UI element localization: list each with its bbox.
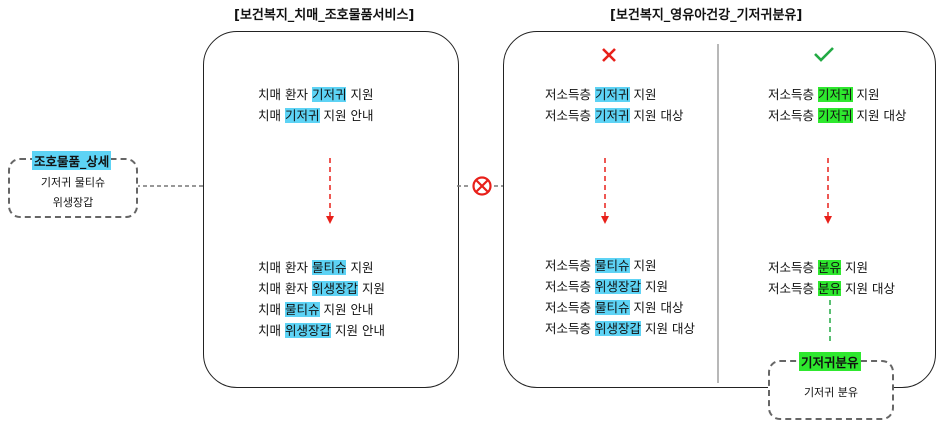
right-right-top-line-1: 저소득층 기저귀 지원 (768, 87, 880, 102)
left-box-item-2: 위생장갑 (52, 196, 94, 209)
right-right-bottom-line-1: 저소득층 분유 지원 (768, 260, 868, 275)
middle-bottom-line-4: 치매 위생장갑 지원 안내 (258, 323, 385, 338)
middle-top-line-1: 치매 환자 기저귀 지원 (258, 87, 374, 102)
right-left-bottom-line-4: 저소득층 위생장갑 지원 대상 (545, 321, 695, 336)
middle-bottom-line-1: 치매 환자 물티슈 지원 (258, 260, 374, 275)
left-box-item-1: 기저귀 물티슈 (40, 176, 106, 189)
bottom-right-box-item: 기저귀 분유 (803, 386, 859, 399)
middle-bottom-line-3: 치매 물티슈 지원 안내 (258, 302, 374, 317)
right-left-bottom-line-3: 저소득층 물티슈 지원 대상 (545, 300, 684, 315)
cross-icon (602, 48, 616, 62)
blocked-icon (472, 176, 492, 196)
middle-panel-title: [보건복지_치매_조호물품서비스] (234, 8, 415, 23)
check-icon (814, 47, 834, 62)
right-right-bottom-line-2: 저소득층 분유 지원 대상 (768, 281, 895, 296)
middle-top-line-2: 치매 기저귀 지원 안내 (258, 108, 374, 123)
right-right-top-line-2: 저소득층 기저귀 지원 대상 (768, 108, 907, 123)
right-left-bottom-line-2: 저소득층 위생장갑 지원 (545, 279, 668, 294)
right-left-top-line-1: 저소득층 기저귀 지원 (545, 87, 657, 102)
right-left-bottom-line-1: 저소득층 물티슈 지원 (545, 258, 657, 273)
left-box-tag: 조호물품_상세 (32, 151, 112, 170)
bottom-right-box-tag: 기저귀분유 (799, 352, 861, 371)
right-left-down-arrow (601, 158, 609, 224)
right-left-top-line-2: 저소득층 기저귀 지원 대상 (545, 108, 684, 123)
middle-bottom-line-2: 치매 환자 위생장갑 지원 (258, 281, 385, 296)
right-panel-title: [보건복지_영유아건강_기저귀분유] (610, 8, 803, 23)
right-panel (503, 31, 936, 388)
middle-down-arrow (326, 158, 334, 224)
right-right-down-arrow (824, 158, 832, 224)
